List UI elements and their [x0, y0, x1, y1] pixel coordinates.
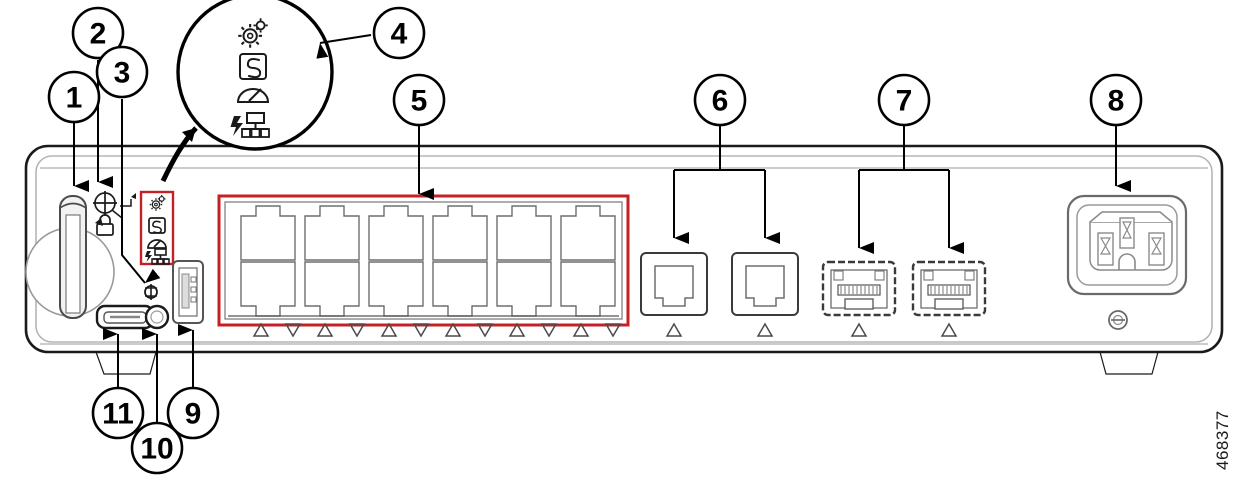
- system-gears-icon: [149, 194, 166, 211]
- callout-11-label: 11: [102, 398, 134, 431]
- poe-network-icon: [145, 248, 170, 265]
- callout-10: 10: [130, 421, 184, 475]
- ac-power-inlet[interactable]: [1066, 194, 1188, 330]
- wan-port-1-marker: [665, 322, 683, 337]
- callout-8-label: 8: [1108, 85, 1125, 118]
- rj45-switch-port-block[interactable]: [217, 194, 630, 327]
- speedometer-icon-zoom: [236, 88, 270, 103]
- sfp-ports[interactable]: [821, 260, 987, 337]
- callout-2: 2: [71, 6, 125, 60]
- callout-6: 6: [693, 73, 747, 127]
- wan-port-2[interactable]: [731, 252, 799, 316]
- callout-5: 5: [392, 73, 446, 127]
- sfp-port-1[interactable]: [821, 260, 897, 317]
- callout-8: 8: [1089, 73, 1143, 127]
- callout-2-label: 2: [90, 18, 107, 51]
- micro-usb-console-port[interactable]: [95, 304, 155, 330]
- leader-4: [316, 34, 372, 59]
- callout-6-label: 6: [712, 85, 729, 118]
- port-direction-markers: [252, 322, 622, 338]
- callout-1-label: 1: [66, 82, 83, 115]
- kensington-lock-icon: [96, 214, 114, 236]
- sd-card-s-icon-zoom: [239, 53, 267, 80]
- security-reset-icon: [144, 284, 158, 300]
- speedometer-icon: [147, 239, 167, 249]
- callout-bubbles: 1 2 3 4 5 6 7: [47, 6, 1143, 475]
- callout-9: 9: [166, 386, 220, 440]
- callout-5-label: 5: [411, 85, 428, 118]
- callout-4: 4: [372, 6, 426, 60]
- reset-button[interactable]: [144, 304, 170, 330]
- chassis-foot-left: [95, 351, 157, 375]
- sfp-port-1-marker: [850, 322, 868, 337]
- callout-7: 7: [877, 73, 931, 127]
- system-gears-icon-zoom: [238, 18, 268, 48]
- poe-network-icon-zoom: [230, 112, 270, 138]
- sfp-port-2-marker: [940, 322, 958, 337]
- callout-3-label: 3: [114, 57, 131, 90]
- callout-10-label: 10: [140, 433, 173, 466]
- sfp-port-2[interactable]: [911, 260, 987, 317]
- ground-screw-icon: [93, 191, 136, 226]
- wan-port-2-marker: [756, 322, 774, 337]
- callout-9-label: 9: [185, 398, 202, 431]
- figure-id: 468377: [1213, 410, 1232, 470]
- antenna-connector[interactable]: [25, 195, 115, 319]
- wan-port-1[interactable]: [640, 252, 708, 316]
- usb-type-a-port[interactable]: [172, 260, 204, 324]
- callout-7-label: 7: [896, 85, 913, 118]
- leader-3: [121, 99, 161, 284]
- callout-3: 3: [95, 45, 149, 99]
- callout-4-label: 4: [391, 18, 408, 51]
- led-indicator-magnifier: [160, 0, 334, 183]
- chassis-foot-right: [1099, 351, 1159, 375]
- chassis-body: [24, 144, 1224, 375]
- wan-rj45-ports[interactable]: [640, 252, 799, 337]
- callout-1: 1: [47, 70, 101, 124]
- sd-card-s-icon: [148, 217, 166, 234]
- led-indicator-cluster: [139, 190, 175, 266]
- callout-11: 11: [91, 386, 145, 440]
